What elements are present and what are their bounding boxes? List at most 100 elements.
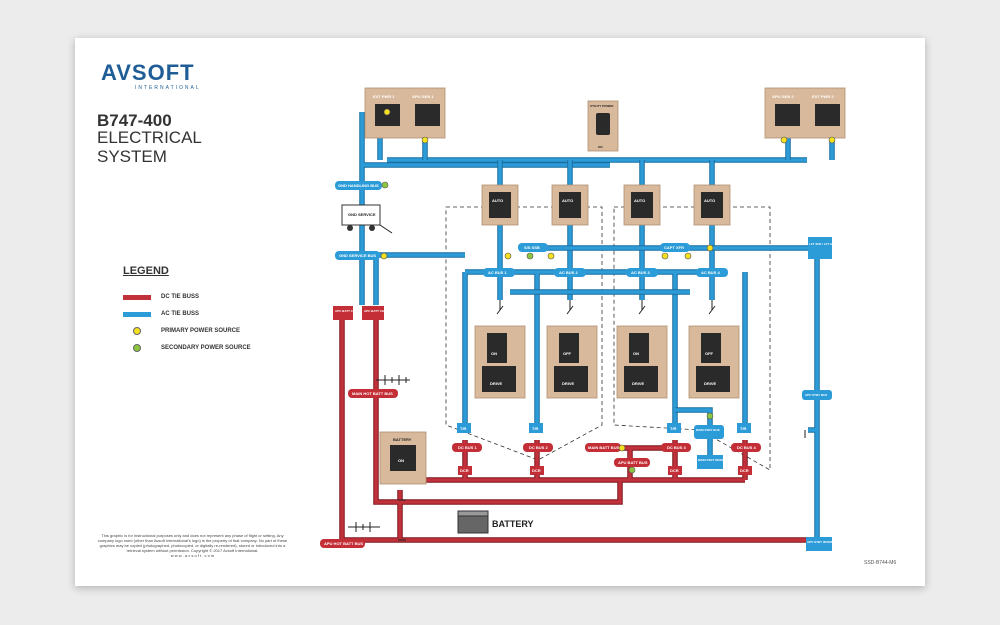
svg-text:EXT PWR 2: EXT PWR 2 xyxy=(812,94,834,99)
apu-batt-bus: APU BATT BUS xyxy=(614,458,650,467)
svg-text:LFT XFR / LFT A/C / LFT INC: LFT XFR / LFT A/C / LFT INC xyxy=(809,242,850,246)
legend-dc-label: DC TIE BUSS xyxy=(161,294,200,300)
main-stby-inverter: MAIN STBY INVERTER xyxy=(697,455,731,469)
svg-text:T/R: T/R xyxy=(532,426,539,431)
svg-text:ON: ON xyxy=(398,458,404,463)
svg-text:GND HANDLING BUS: GND HANDLING BUS xyxy=(338,183,379,188)
svg-text:S/S SSB: S/S SSB xyxy=(524,245,540,250)
svg-text:UTILITY POWER: UTILITY POWER xyxy=(590,104,614,108)
legend-ac-swatch xyxy=(123,312,151,317)
svg-text:AUTO: AUTO xyxy=(704,198,715,203)
avsoft-logo: AVSOFT INTERNATIONAL xyxy=(101,60,199,91)
document-code: SSD-B744-M6 xyxy=(864,560,897,566)
lft-xfr-box: LFT XFR / LFT A/C / LFT INC xyxy=(808,237,850,259)
dcr-2: DCR xyxy=(530,466,544,475)
svg-text:EXT PWR 1: EXT PWR 1 xyxy=(373,94,395,99)
dcr-3: DCR xyxy=(668,466,682,475)
svg-text:BATTERY: BATTERY xyxy=(393,437,412,442)
apu-stby-bus: APU STBY BUS xyxy=(802,390,832,400)
tr-1: T/R xyxy=(457,423,471,433)
svg-text:MAIN BATT BUS: MAIN BATT BUS xyxy=(588,445,620,450)
ext-power-panel-right: APU GEN 2 EXT PWR 2 xyxy=(764,87,846,139)
svg-text:APU GEN 1: APU GEN 1 xyxy=(412,94,434,99)
svg-text:OFF: OFF xyxy=(563,351,572,356)
ac-bus-3: AC BUS 3 xyxy=(626,268,658,277)
dc-bus-4: DC BUS 4 xyxy=(731,443,761,452)
svg-text:APU BATT CHGR: APU BATT CHGR xyxy=(335,309,360,313)
legend-primary-label: PRIMARY POWER SOURCE xyxy=(161,328,241,334)
svg-text:APU STBY INVERTER: APU STBY INVERTER xyxy=(807,540,839,544)
svg-text:DC BUS 2: DC BUS 2 xyxy=(529,445,548,450)
svg-text:T/R: T/R xyxy=(460,426,467,431)
svg-text:DRIVE: DRIVE xyxy=(632,381,645,386)
svg-text:DCR: DCR xyxy=(670,468,679,473)
capt-xfr-bus: CAPT XFR xyxy=(660,243,690,252)
svg-text:MAIN STBY BUS: MAIN STBY BUS xyxy=(696,428,720,432)
secondary-power-dots xyxy=(381,181,714,474)
svg-text:T/R: T/R xyxy=(670,426,677,431)
svg-text:AUTO: AUTO xyxy=(562,198,573,203)
svg-text:GND SERVICE: GND SERVICE xyxy=(348,212,376,217)
dc-bus-3: DC BUS 3 xyxy=(661,443,691,452)
svg-text:APU BATT BUS: APU BATT BUS xyxy=(618,460,648,465)
right-zone-outline xyxy=(613,206,771,471)
battery-unit: BATTERY xyxy=(457,510,534,534)
ac-tie-bus-top xyxy=(359,112,807,185)
disclaimer: This graphic is for instructional purpos… xyxy=(95,533,290,558)
ext-power-panel-left: EXT PWR 1 APU GEN 1 xyxy=(364,87,446,139)
gnd-handling-bus: GND HANDLING BUS xyxy=(335,181,382,190)
svg-text:DCR: DCR xyxy=(532,468,541,473)
svg-text:APU GEN 2: APU GEN 2 xyxy=(772,94,794,99)
svg-text:AUTO: AUTO xyxy=(492,198,503,203)
tr-2: T/R xyxy=(529,423,543,433)
idg-panel-3: ON DRIVE xyxy=(616,325,668,399)
svg-text:ON: ON xyxy=(598,145,603,149)
svg-text:BATTERY: BATTERY xyxy=(492,519,534,529)
dcr-4: DCR xyxy=(738,466,752,475)
svg-text:DRIVE: DRIVE xyxy=(490,381,503,386)
gen-control-2: AUTO xyxy=(551,184,589,226)
dc-bus-1: DC BUS 1 xyxy=(452,443,482,452)
website: w w w . a v s o f t . c o m xyxy=(170,553,215,558)
tr-3: T/R xyxy=(667,423,681,433)
svg-text:MAIN STBY INVERTER: MAIN STBY INVERTER xyxy=(698,458,731,462)
ac-bus-4: AC BUS 4 xyxy=(696,268,728,277)
svg-text:ON: ON xyxy=(633,351,639,356)
legend-ac-label: AC TIE BUSS xyxy=(161,311,200,317)
primary-power-dots xyxy=(380,108,836,452)
battery-symbol-lower xyxy=(348,522,380,532)
breakers xyxy=(398,300,806,541)
gen-control-3: AUTO xyxy=(623,184,661,226)
battery-panel: BATTERY ON xyxy=(379,431,427,485)
svg-text:DC BUS 4: DC BUS 4 xyxy=(737,445,756,450)
dc-bus-2: DC BUS 2 xyxy=(523,443,553,452)
svg-text:DC BUS 1: DC BUS 1 xyxy=(458,445,477,450)
svg-text:AC BUS 4: AC BUS 4 xyxy=(701,270,720,275)
dcr-1: DCR xyxy=(458,466,472,475)
main-stby-bus: MAIN STBY BUS xyxy=(694,425,724,439)
svg-text:DCR: DCR xyxy=(740,468,749,473)
svg-text:DCR: DCR xyxy=(460,468,469,473)
legend-secondary-label: SECONDARY POWER SOURCE xyxy=(161,345,251,351)
apu-batt-charger-left: APU BATT CHGR xyxy=(333,306,360,320)
gnd-service-bus: GND SERVICE BUS xyxy=(335,251,380,260)
legend-secondary-dot xyxy=(133,344,141,352)
svg-text:APU BATT CHGR: APU BATT CHGR xyxy=(364,309,389,313)
svg-text:DC BUS 3: DC BUS 3 xyxy=(667,445,686,450)
svg-text:AC BUS 3: AC BUS 3 xyxy=(631,270,650,275)
svg-text:T/R: T/R xyxy=(740,426,747,431)
disclaimer-text: This graphic is for instructional purpos… xyxy=(97,533,288,553)
gnd-service-cart: GND SERVICE xyxy=(341,204,393,234)
svg-text:AC BUS 1: AC BUS 1 xyxy=(488,270,507,275)
gen-control-1: AUTO xyxy=(481,184,519,226)
title-line-1: ELECTRICAL xyxy=(97,128,202,147)
svg-text:ON: ON xyxy=(491,351,497,356)
svg-text:OFF: OFF xyxy=(705,351,714,356)
main-hot-batt-bus: MAIN HOT BATT BUS xyxy=(348,389,398,398)
apu-stby-inverter: APU STBY INVERTER xyxy=(806,537,839,551)
svg-text:GND SERVICE BUS: GND SERVICE BUS xyxy=(339,253,376,258)
ac-bus-2: AC BUS 2 xyxy=(554,268,586,277)
